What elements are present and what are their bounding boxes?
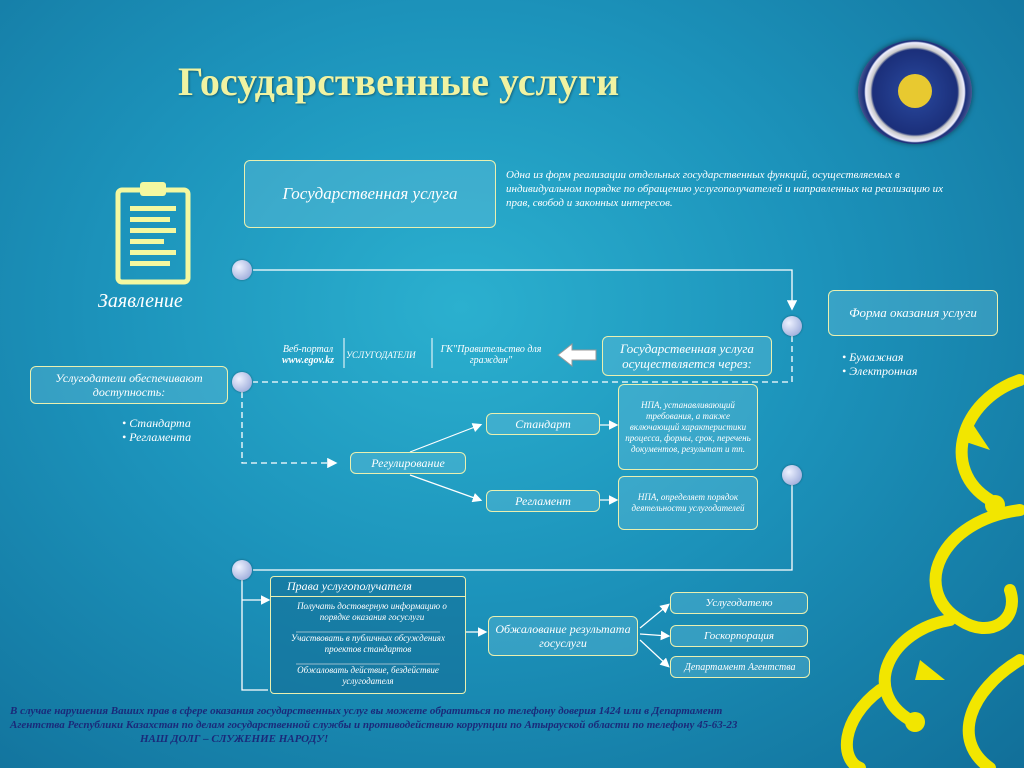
emblem-seal-icon xyxy=(858,40,972,144)
footer-line: Агентства Республики Казахстан по делам … xyxy=(10,719,738,731)
form-list: • Бумажная • Электронная xyxy=(842,350,917,378)
portal-text: Веб-портал xyxy=(282,344,334,355)
flow-node xyxy=(232,560,252,580)
access-box: Услугодатели обеспечивают доступность: xyxy=(30,366,228,404)
footer-line: В случае нарушения Ваших прав в сфере ок… xyxy=(10,705,723,717)
npa-reglament-box: НПА, определяет порядок деятельности усл… xyxy=(618,476,758,530)
flow-node xyxy=(782,465,802,485)
appeal-box: Обжалование результата госуслуги xyxy=(488,616,638,656)
arrow-left-icon xyxy=(557,342,597,368)
rights-item: Получать достоверную информацию о порядк… xyxy=(297,601,447,622)
npa-standard-box: НПА, устанавливающий требования, а также… xyxy=(618,384,758,470)
form-item: • Бумажная xyxy=(842,350,904,364)
page-title: Государственные услуги xyxy=(178,59,620,104)
providers-label: УСЛУГОДАТЕЛИ xyxy=(346,350,416,360)
footer-notice: В случае нарушения Ваших прав в сфере ок… xyxy=(10,704,910,746)
form-item: • Электронная xyxy=(842,364,918,378)
service-box: Государственная услуга xyxy=(244,160,496,228)
footer-slogan: НАШ ДОЛГ – СЛУЖЕНИЕ НАРОДУ! xyxy=(140,733,329,745)
appeal-target-corporation: Госкорпорация xyxy=(670,625,808,647)
flow-node xyxy=(232,372,252,392)
standard-box: Стандарт xyxy=(486,413,600,435)
clipboard-icon xyxy=(115,182,191,285)
service-definition: Одна из форм реализации отдельных госуда… xyxy=(506,169,944,209)
appeal-target-department: Департамент Агентства xyxy=(670,656,810,678)
gk-label: ГК"Правительство для граждан" xyxy=(440,344,542,366)
appeal-target-provider: Услугодателю xyxy=(670,592,808,614)
regulation-box: Регулирование xyxy=(350,452,466,474)
flow-node xyxy=(782,316,802,336)
rights-item: Обжаловать действие, бездействие услугод… xyxy=(297,665,439,686)
portal-label: Веб-портал www.egov.kz xyxy=(274,344,342,366)
ornament-decoration xyxy=(841,374,1024,768)
flow-node xyxy=(232,260,252,280)
access-item: • Регламента xyxy=(122,430,192,444)
rights-item: Участвовать в публичных обсуждениях прое… xyxy=(291,633,445,654)
form-box: Форма оказания услуги xyxy=(828,290,998,336)
rights-box: Права услугополучателя Получать достовер… xyxy=(270,576,466,694)
reglament-box: Регламент xyxy=(486,490,600,512)
application-label: Заявление xyxy=(98,290,183,312)
rights-title: Права услугополучателя xyxy=(271,577,465,597)
access-list: • Стандарта • Регламента xyxy=(122,416,191,444)
portal-url: www.egov.kz xyxy=(281,355,335,366)
access-item: • Стандарта xyxy=(122,416,191,430)
via-box: Государственная услуга осуществляется че… xyxy=(602,336,772,376)
